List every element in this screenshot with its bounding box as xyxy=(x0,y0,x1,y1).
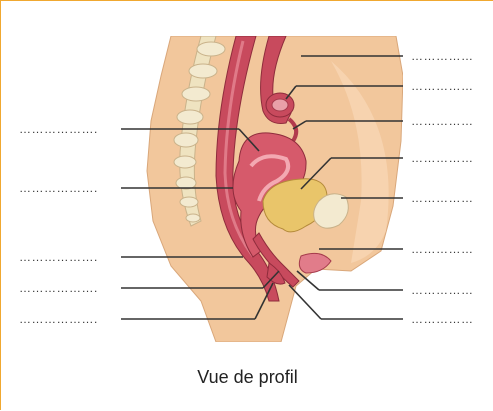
label-blank-right-2: …………… xyxy=(411,80,474,92)
label-blank-left-1: ………………. xyxy=(19,123,98,135)
label-blank-right-8: …………… xyxy=(411,313,474,325)
ovary xyxy=(266,93,294,117)
figure-caption: Vue de profil xyxy=(1,367,493,388)
label-blank-right-7: …………… xyxy=(411,284,474,296)
sagittal-section-illustration xyxy=(121,36,403,342)
label-blank-right-4: …………… xyxy=(411,152,474,164)
label-blank-right-5: …………… xyxy=(411,192,474,204)
label-blank-right-6: …………… xyxy=(411,243,474,255)
label-blank-right-3: …………… xyxy=(411,115,474,127)
label-blank-left-5: ………………. xyxy=(19,313,98,325)
label-blank-left-3: ………………. xyxy=(19,251,98,263)
label-blank-right-1: …………… xyxy=(411,50,474,62)
label-blank-left-4: ………………. xyxy=(19,282,98,294)
label-blank-left-2: ………………. xyxy=(19,182,98,194)
